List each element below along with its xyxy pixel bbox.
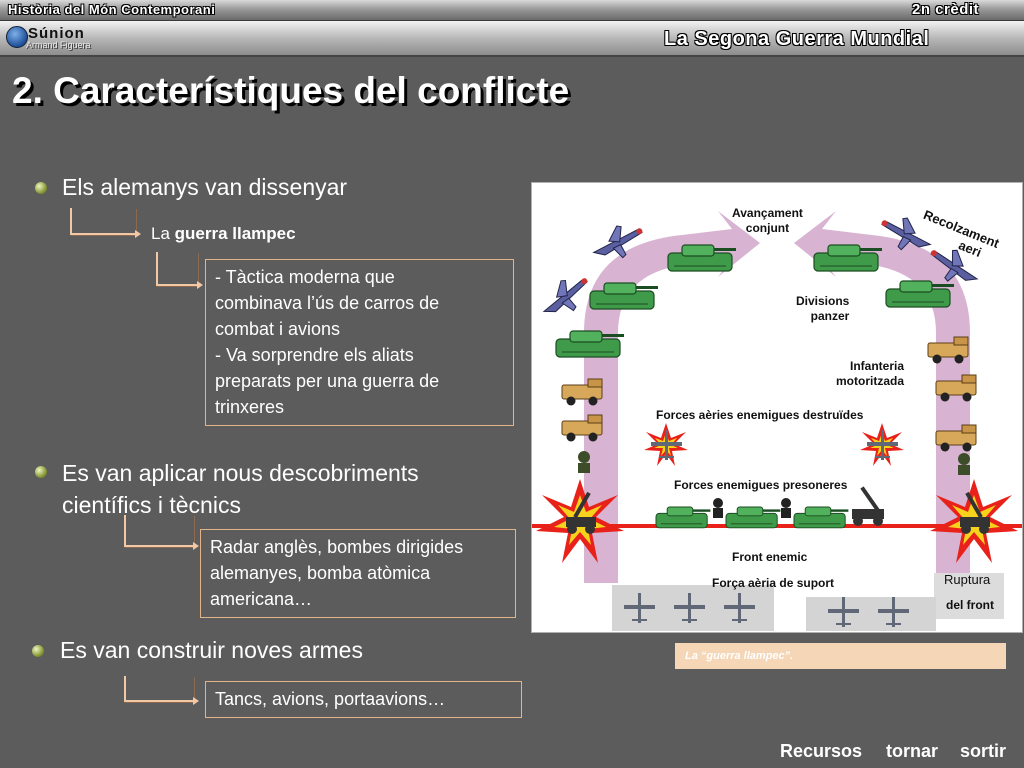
box-line: combinava l’ús de carros de [215, 293, 440, 313]
box-line: combat i avions [215, 319, 341, 339]
bullet-2-text: Es van aplicar nous descobriments cientí… [62, 457, 419, 521]
label-line: conjunt [745, 221, 790, 235]
label-infantry: Infanteria motoritzada [836, 359, 904, 389]
page-title: 2. Característiques del conflicte [12, 70, 570, 111]
top-bar [0, 0, 1024, 21]
diagram-graphics [532, 210, 1022, 631]
bullet-icon [35, 466, 47, 478]
bullet-icon [32, 645, 44, 657]
label-rupture: Ruptura [944, 572, 991, 587]
bullet-2-box: Radar anglès, bombes dirigides alemanyes… [200, 529, 516, 618]
box-line: alemanyes, bomba atòmica [210, 563, 431, 583]
label-air-destroyed: Forces aèries enemigues destruïdes [656, 408, 864, 422]
box-line: - Tàctica moderna que [215, 267, 395, 287]
label-enemy-front: Front enemic [732, 550, 808, 564]
box-line: preparats per una guerra de [215, 371, 440, 391]
logo-author: Armand Figuera [26, 40, 91, 50]
label-line: panzer [810, 309, 850, 323]
header-bar [0, 21, 1024, 57]
sub-bold-term: guerra llampec [174, 224, 296, 243]
bullet-1-text: Els alemanys van dissenyar [62, 174, 348, 200]
box-line: americana… [210, 589, 313, 609]
sub-prefix: La [151, 224, 175, 243]
resources-link[interactable]: Recursos [780, 741, 863, 761]
arrow-icon [124, 515, 199, 550]
box-line: Radar anglès, bombes dirigides [210, 537, 464, 557]
arrow-icon [70, 208, 141, 238]
label-line: Divisions [796, 294, 850, 308]
label-panzer: Divisions panzer [796, 294, 849, 324]
arrow-icon [156, 252, 203, 289]
bullet-1-sub: La guerra llampec [151, 224, 296, 244]
label-line: Infanteria [850, 359, 905, 373]
bullet-2-line-2: científics i tècnics [62, 492, 241, 518]
diagram-caption: La “guerra llampec”. [675, 643, 1006, 669]
bullet-1-box: - Tàctica moderna que combinava l’ús de … [205, 259, 514, 426]
label-prisoners: Forces enemigues presoneres [674, 478, 848, 492]
bullet-3-box: Tancs, avions, portaavions… [205, 681, 522, 718]
logo-name: Súnion [28, 25, 85, 42]
blitzkrieg-diagram: Avançament conjunt Recolzament aeri Divi… [531, 182, 1023, 633]
credit-label: 2n crèdit [912, 1, 980, 18]
label-advance: Avançament conjunt [732, 206, 803, 236]
label-rupture-2: del front [946, 598, 994, 612]
back-link[interactable]: tornar [886, 741, 939, 761]
box-line: trinxeres [215, 397, 285, 417]
bullet-icon [35, 182, 47, 194]
box-line: Tancs, avions, portaavions… [215, 689, 446, 709]
label-line: Avançament [732, 206, 803, 220]
course-title: Història del Món Contemporani [8, 2, 216, 17]
arrow-icon [124, 676, 199, 705]
label-support-air: Força aèria de suport [712, 576, 835, 590]
exit-link[interactable]: sortir [960, 741, 1007, 761]
label-line: motoritzada [836, 374, 905, 388]
bullet-2-line-1: Es van aplicar nous descobriments [62, 460, 419, 486]
sunion-logo-icon [6, 26, 28, 48]
unit-title: La Segona Guerra Mundial [664, 28, 930, 50]
box-line: - Va sorprendre els aliats [215, 345, 414, 365]
bullet-3-text: Es van construir noves armes [60, 637, 363, 663]
